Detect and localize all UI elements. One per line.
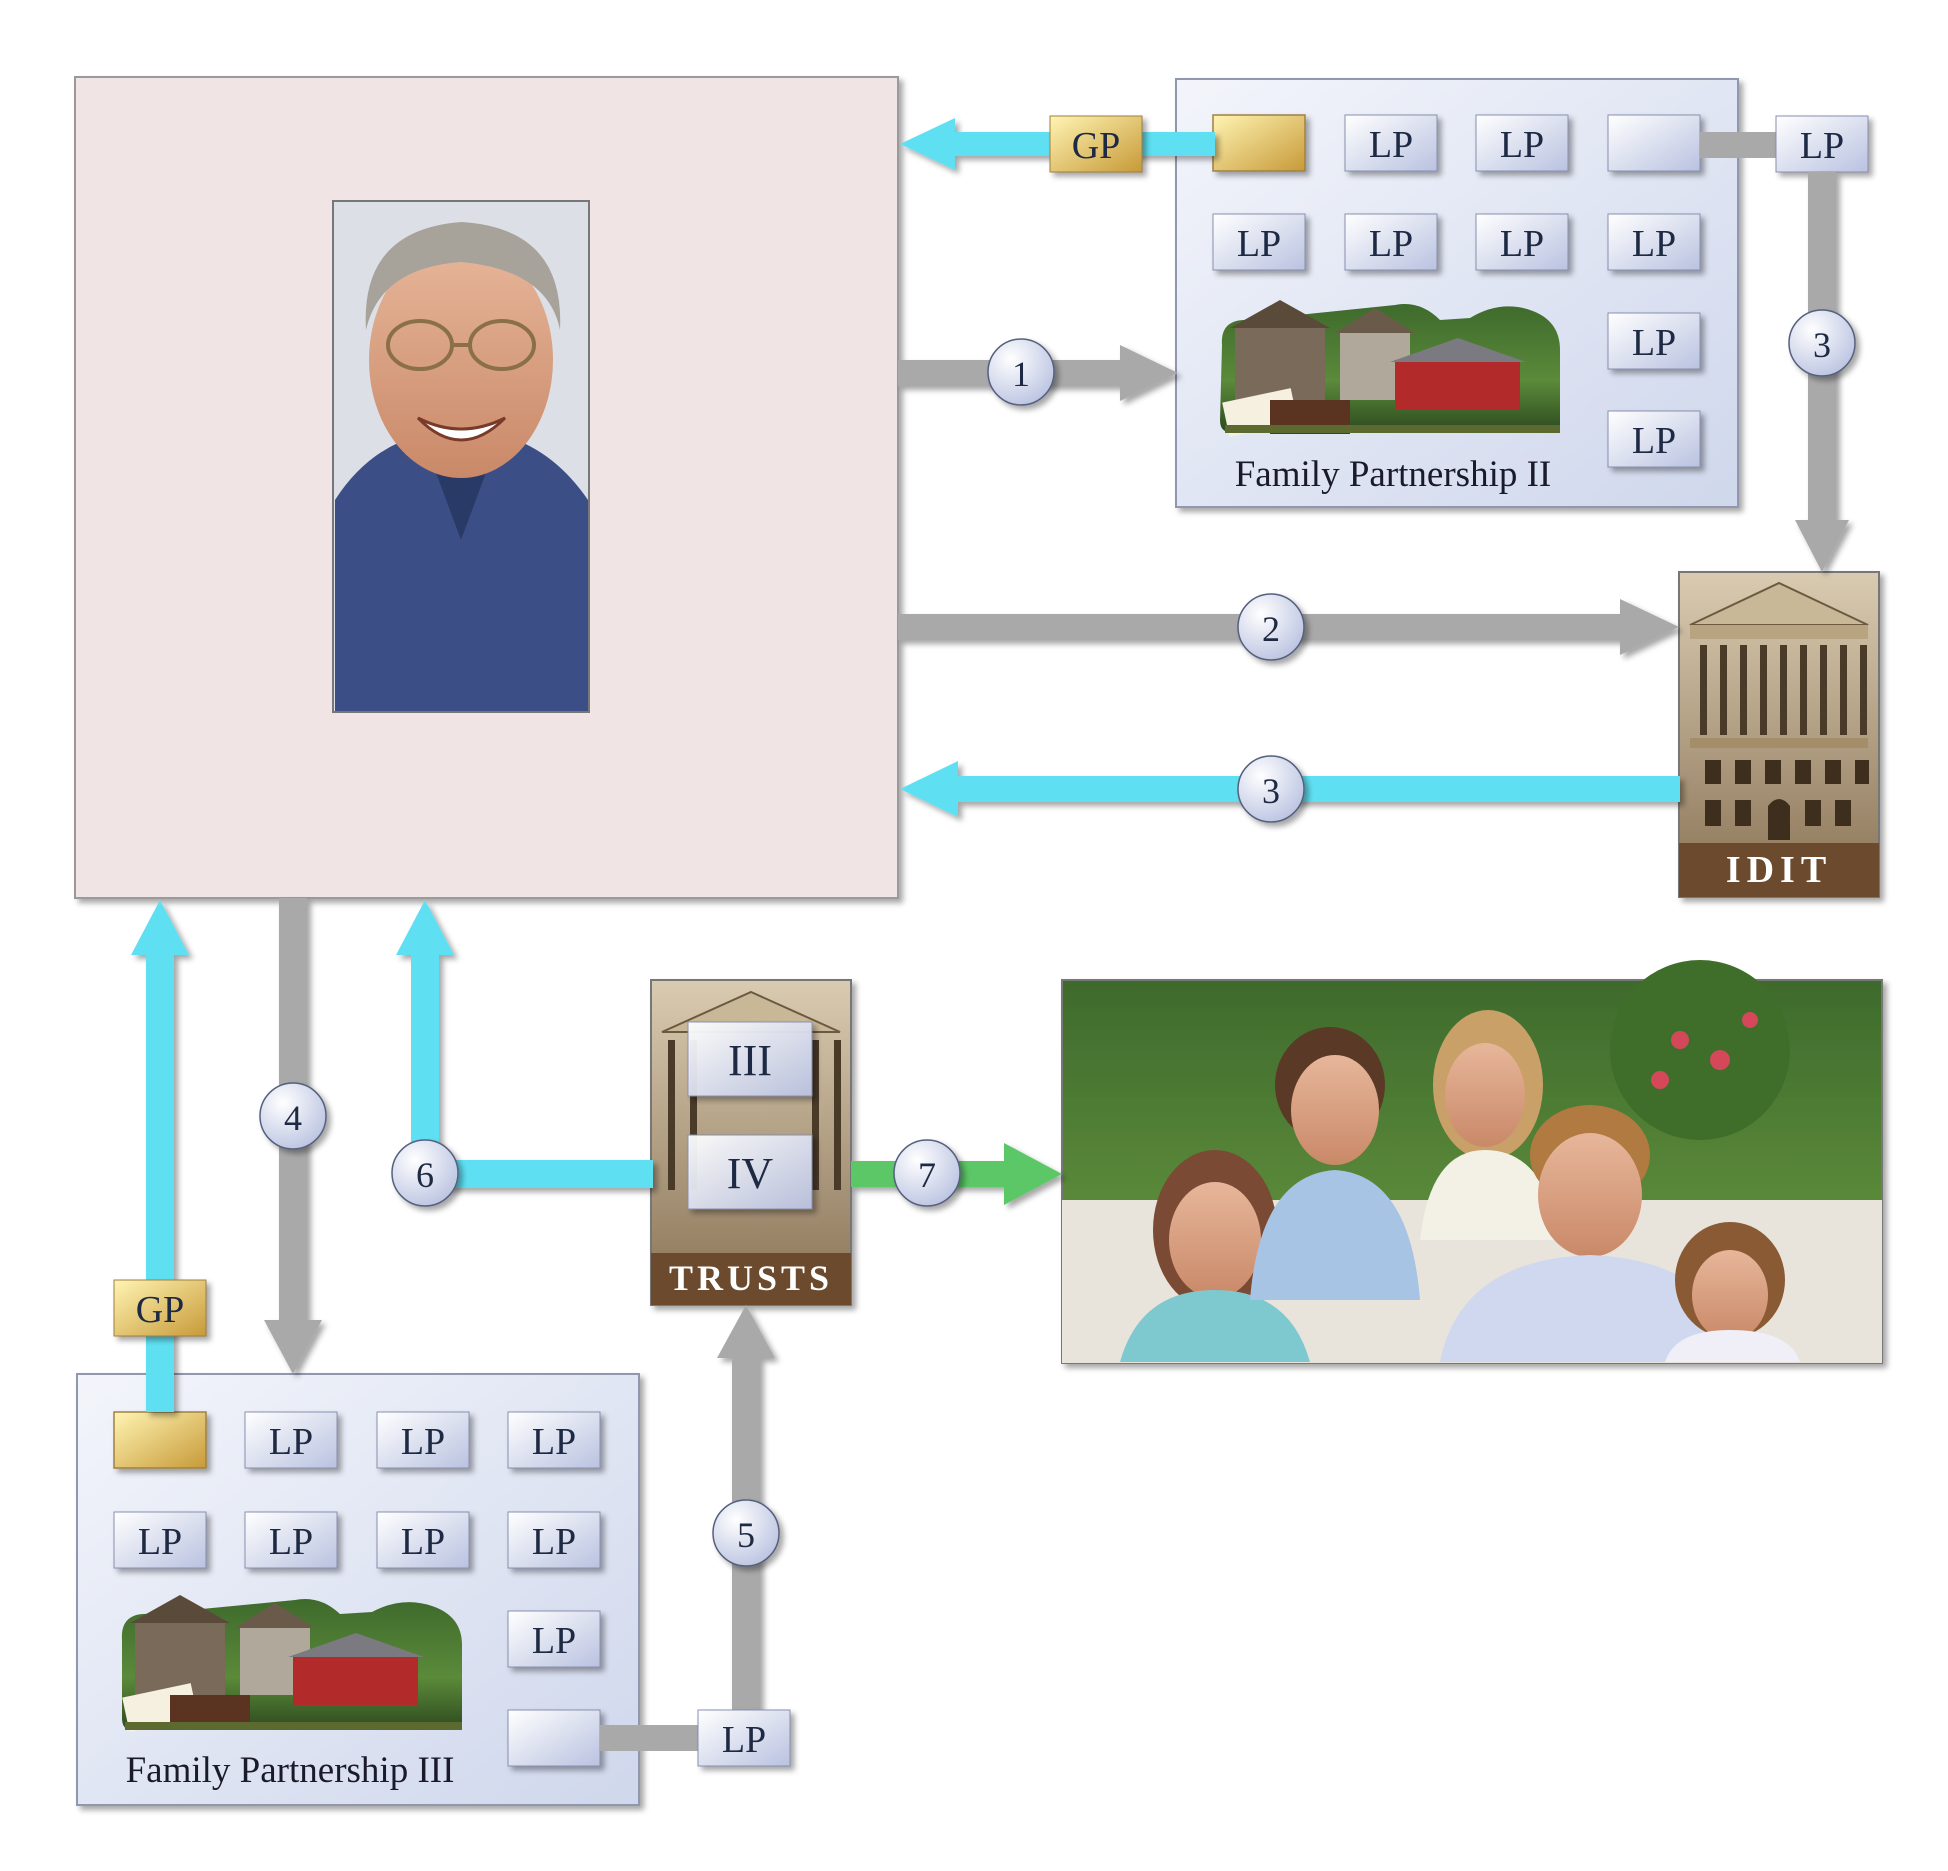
fp3-lp-box: LP [376,1411,470,1469]
svg-text:6: 6 [416,1155,434,1195]
fp2-lp-label: LP [1632,420,1676,462]
fp3-lp-label: LP [401,1521,445,1563]
trust-iv-box: IV [687,1134,813,1210]
svg-text:1: 1 [1012,354,1030,394]
family-group-photo [1061,960,1883,1364]
fp3-lp-label: LP [532,1521,576,1563]
step-5-badge: 5 [712,1499,780,1567]
fp2-external-lp-box: LP [1775,115,1869,173]
fp3-gp-box: GP [113,1279,207,1337]
fp2-lp-box: LP [1212,213,1306,271]
fp3-lp-connector [600,1725,700,1751]
fp3-empty-lp-slot [507,1709,601,1767]
fp2-lp-label: LP [1237,223,1281,265]
fp3-lp-box: LP [244,1411,338,1469]
fp3-lp-label: LP [269,1421,313,1463]
fp3-lp-box: LP [376,1511,470,1569]
fp3-lp-box: LP [244,1511,338,1569]
fp3-external-lp-box: LP [697,1709,791,1767]
fp3-lp-box: LP [507,1411,601,1469]
fp2-lp-box: LP [1344,213,1438,271]
svg-text:2: 2 [1262,609,1280,649]
fp3-lp-box: LP [507,1511,601,1569]
fp2-lp-box: LP [1475,213,1569,271]
fp2-gp-box: GP [1049,115,1143,173]
trust-iii-label: III [728,1036,772,1085]
fp2-external-lp-label: LP [1800,125,1844,167]
fp2-empty-lp-slot [1607,114,1701,172]
step-3-badge: 3 [1788,309,1856,377]
fp2-lp-box: LP [1607,312,1701,370]
step-4-badge: 4 [259,1082,327,1150]
idit-caption: IDIT [1726,849,1832,891]
fp3-gp-slot [113,1411,207,1469]
fp2-lp-label: LP [1500,223,1544,265]
fp3-lp-label: LP [138,1521,182,1563]
idit-to-owner-arrow [900,761,1680,817]
fp3-lp-box: LP [113,1511,207,1569]
fp3-external-lp-label: LP [722,1719,766,1761]
fp3-lp-label: LP [269,1521,313,1563]
fp3-lp-box: LP [507,1610,601,1668]
fp2-lp-connector [1700,132,1780,158]
trusts-caption: TRUSTS [669,1258,833,1298]
step-3-badge: 3 [1237,755,1305,823]
fp2-gp-slot [1212,114,1306,172]
step-2-badge: 2 [1237,593,1305,661]
fp3-gp-label: GP [136,1289,185,1331]
fp2-lp-label: LP [1632,322,1676,364]
step-1-badge: 1 [987,338,1055,406]
svg-text:5: 5 [737,1515,755,1555]
step-6-badge: 6 [391,1139,459,1207]
step-7-badge: 7 [893,1139,961,1207]
svg-text:4: 4 [284,1098,302,1138]
property-assets-picture [121,1595,462,1732]
svg-text:3: 3 [1813,325,1831,365]
fp2-lp-box: LP [1475,114,1569,172]
fp3-lp-label: LP [401,1421,445,1463]
owner-portrait-photo [332,200,590,713]
fp3-lp-label: LP [532,1620,576,1662]
property-assets-picture [1220,300,1560,437]
fp2-lp-box: LP [1344,114,1438,172]
idit-building: IDIT [1678,571,1880,898]
svg-text:3: 3 [1262,771,1280,811]
trust-iii-box: III [687,1021,813,1097]
fp2-lp-label: LP [1369,223,1413,265]
fp2-gp-label: GP [1072,125,1121,167]
fp2-lp-box: LP [1607,410,1701,468]
trust-iv-label: IV [727,1149,774,1198]
fp2-lp-box: LP [1607,213,1701,271]
fp2-lp-label: LP [1500,124,1544,166]
fp3-caption: Family Partnership III [126,1750,455,1791]
fp3-lp-label: LP [532,1421,576,1463]
fp2-lp-label: LP [1369,124,1413,166]
fp2-caption: Family Partnership II [1235,454,1552,495]
fp2-lp-label: LP [1632,223,1676,265]
svg-text:7: 7 [918,1155,936,1195]
